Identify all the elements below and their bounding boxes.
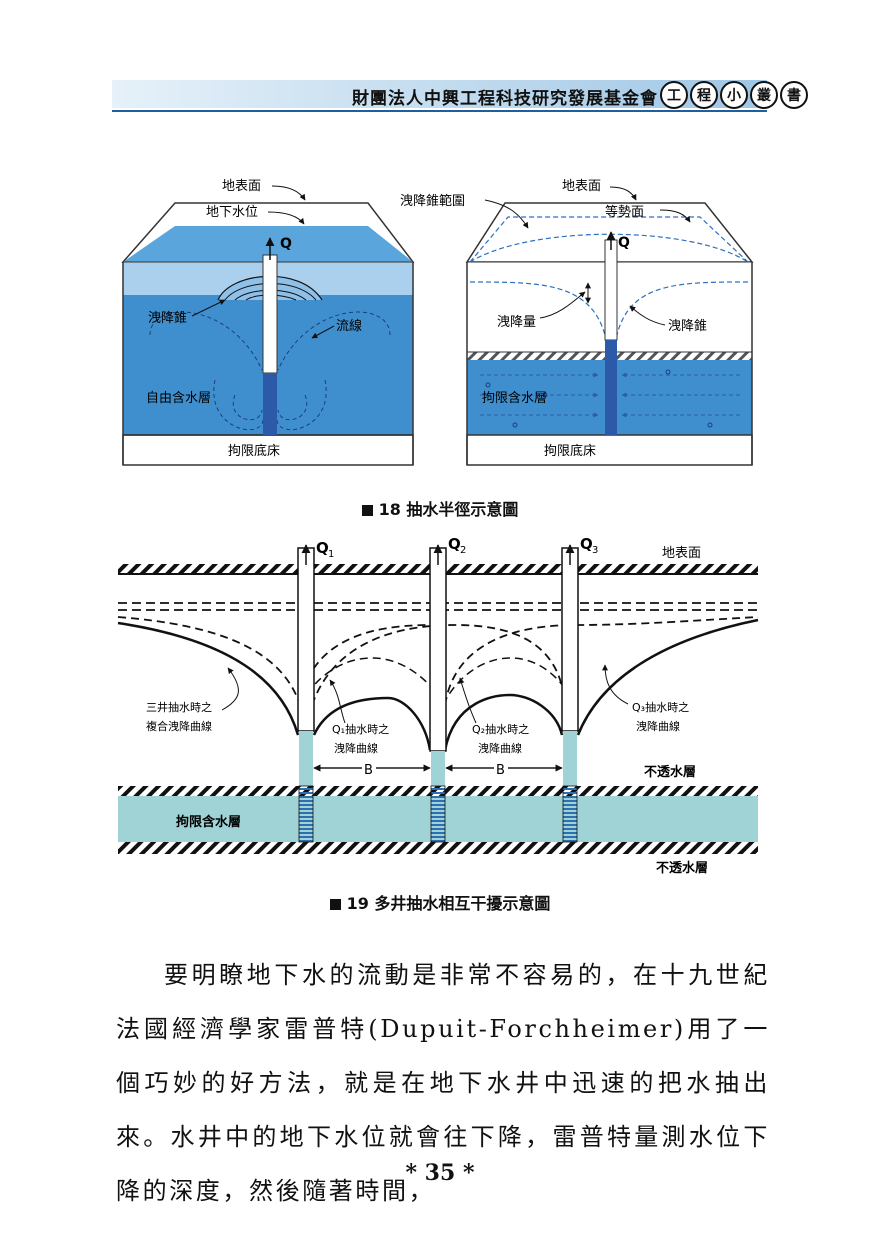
figure-18-right: Q 地表面 洩降錐範圍 等勢面 洩降量 洩降錐 拘限含水層 拘限底床 [400,179,754,466]
q3-curve-label-line2: 洩降曲線 [636,719,680,733]
figure-19-caption: 19 多井抽水相互干擾示意圖 [0,890,880,914]
left-cone-label: 洩降錐 [148,311,187,326]
series-badge: 工 程 小 叢 書 [660,81,808,109]
caption-marker [361,505,373,516]
q2-label: Q [448,535,461,553]
impermeable-bottom-label: 不透水層 [656,860,708,876]
left-flowline-label: 流線 [336,318,362,334]
page-number: * 35 * [405,1160,475,1186]
fig19-aquifer-label: 拘限含水層 [176,814,241,830]
series-char: 小 [720,81,748,109]
series-char: 叢 [750,81,778,109]
body-paragraph-block: 要明瞭地下水的流動是非常不容易的，在十九世紀法國經濟學家雷普特(Dupuit-F… [116,948,770,1218]
well-3 [561,544,579,843]
figure-18-left: Q 地表面 地下水位 洩降錐 流線 自由含水層 拘限底床 [121,179,415,466]
left-flow-rate: Q [280,236,292,252]
right-aquifer-label: 拘限含水層 [482,390,547,406]
q3-curve-label-line1: Q₃抽水時之 [632,700,689,714]
q1-label: Q [316,539,329,557]
figure-19-caption-text: 19 多井抽水相互干擾示意圖 [346,894,551,913]
spacing-b-2: B [496,763,505,778]
q2-subscript: 2 [460,545,466,556]
impermeable-top-label: 不透水層 [644,764,696,780]
composite-label-line2: 複合洩降曲線 [146,719,212,733]
left-ground-label: 地表面 [222,179,261,194]
q3-subscript: 3 [592,545,598,556]
figure-18-caption: 18 抽水半徑示意圖 [0,496,880,520]
header-rule [112,110,767,112]
left-bed-label: 拘限底床 [228,443,280,459]
right-potential-label: 等勢面 [605,204,644,220]
left-water-table-label: 地下水位 [206,205,258,220]
figure-19-diagram: Q 1 Q 2 Q 3 地表面 三井抽水時之 複合洩降曲線 Q₁抽水時之 洩降曲… [117,535,759,876]
header-bar [112,80,767,108]
header-title: 財團法人中興工程科技研究發展基金會 [352,89,658,109]
q1-curve-label-line2: 洩降曲線 [334,741,378,755]
left-aquifer-label: 自由含水層 [146,390,211,406]
body-paragraph: 要明瞭地下水的流動是非常不容易的，在十九世紀法國經濟學家雷普特(Dupuit-F… [116,961,770,1205]
right-flow-rate: Q [618,235,630,251]
right-ground-label: 地表面 [562,179,601,194]
right-cone-range-label: 洩降錐範圍 [400,194,465,209]
right-drawdown-label: 洩降量 [497,315,536,330]
q2-curve-label-line2: 洩降曲線 [478,741,522,755]
composite-label-line1: 三井抽水時之 [146,700,212,714]
well-2 [429,544,447,843]
series-char: 程 [690,81,718,109]
q1-curve-label-line1: Q₁抽水時之 [332,722,389,736]
series-char: 工 [660,81,688,109]
figure-18-diagram: Q 地表面 地下水位 洩降錐 流線 自由含水層 拘限底床 [121,179,754,466]
q3-label: Q [580,535,593,553]
series-char: 書 [780,81,808,109]
spacing-b-1: B [364,763,373,778]
q1-subscript: 1 [328,549,334,560]
q2-curve-label-line1: Q₂抽水時之 [472,722,529,736]
well-1 [297,544,315,843]
right-cone-label: 洩降錐 [668,319,707,334]
right-bed-label: 拘限底床 [544,443,596,459]
figure-18-caption-text: 18 抽水半徑示意圖 [378,500,519,519]
fig19-ground-label: 地表面 [662,546,701,561]
caption-marker [329,899,341,910]
